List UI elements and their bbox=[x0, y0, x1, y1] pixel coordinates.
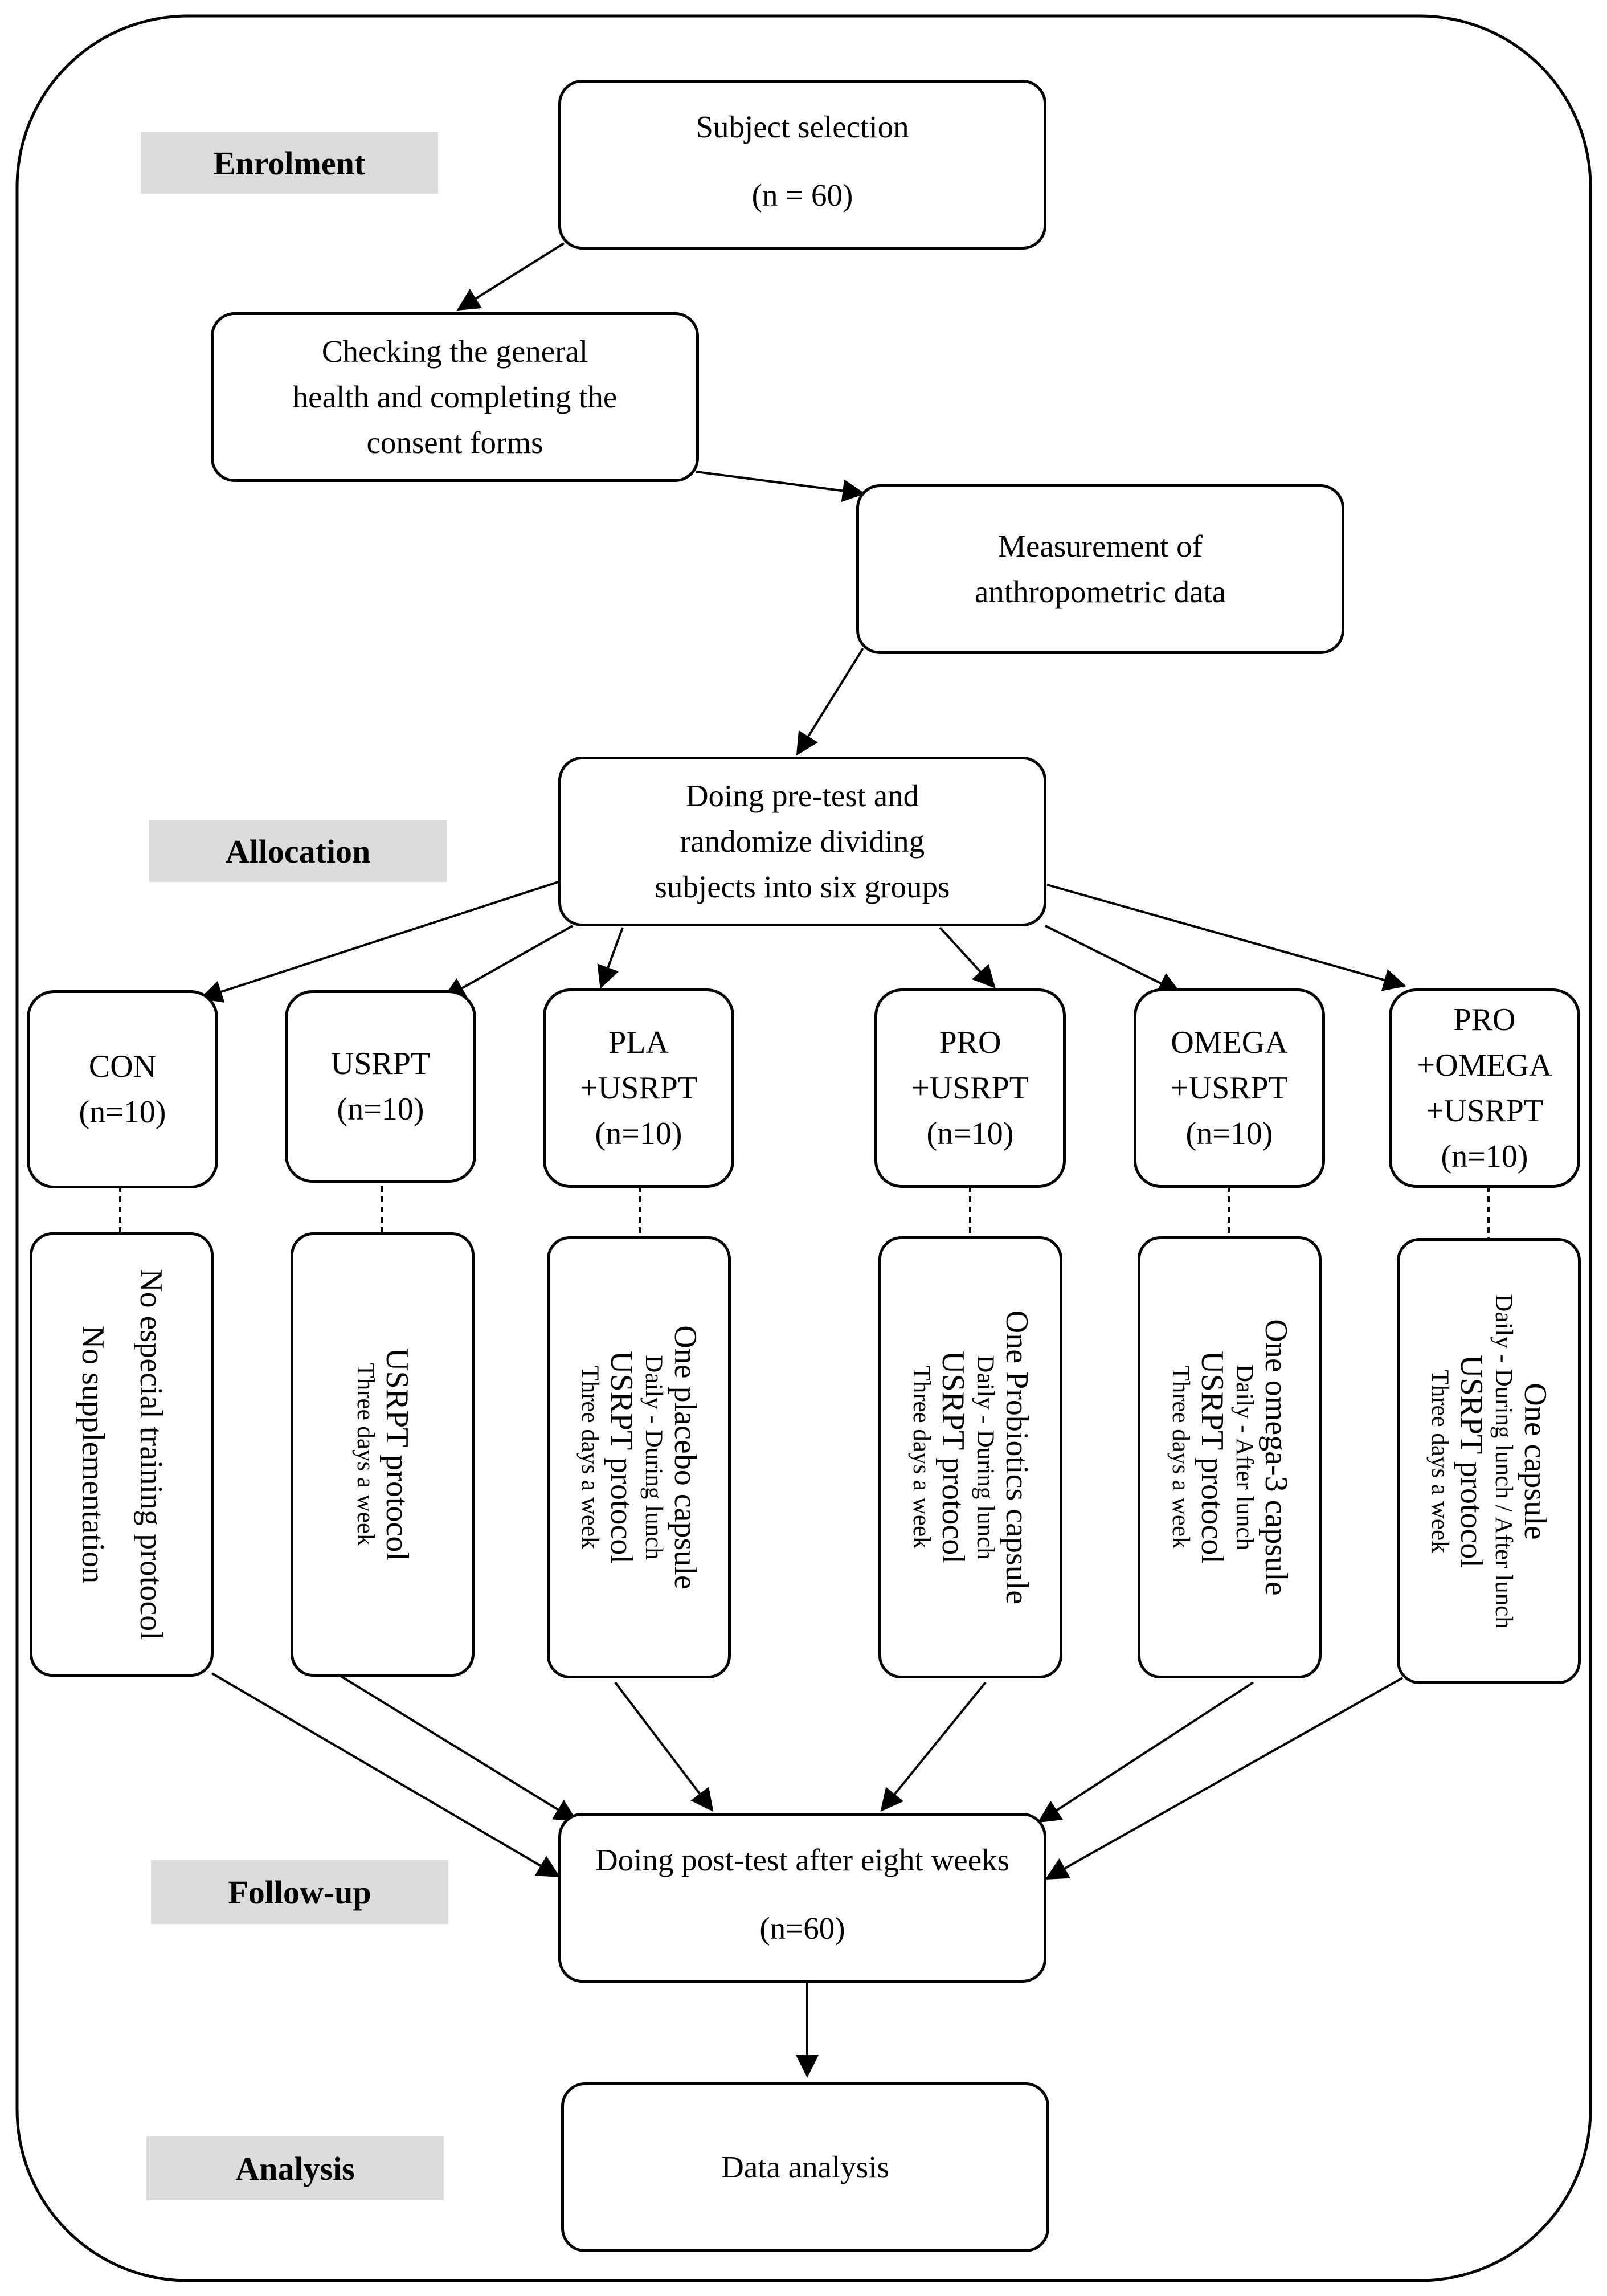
checking-health-box: Checking the general health and completi… bbox=[211, 312, 699, 482]
stage-analysis-label: Analysis bbox=[235, 2150, 355, 2187]
checking-line-1: Checking the general bbox=[321, 334, 588, 369]
protocol-pro-omega-line-4: Three days a week bbox=[1426, 1369, 1453, 1553]
checking-line-3: consent forms bbox=[366, 425, 543, 460]
protocol-con-box: No especial training protocol No supplem… bbox=[30, 1232, 214, 1677]
group-usrpt-name: USRPT bbox=[330, 1046, 431, 1081]
stage-enrolment: Enrolment bbox=[141, 132, 438, 194]
group-pro-box: PRO +USRPT (n=10) bbox=[874, 988, 1066, 1188]
subject-selection-count: (n = 60) bbox=[751, 178, 853, 213]
pretest-line-2: randomize dividing bbox=[680, 824, 925, 859]
protocol-omega-text: One omega-3 capsule Daily - After lunch … bbox=[1166, 1319, 1294, 1595]
protocol-pro-omega-line-3: USRPT protocol bbox=[1453, 1354, 1489, 1568]
protocol-pla-line-4: Three days a week bbox=[576, 1366, 603, 1549]
protocol-omega-line-3: USRPT protocol bbox=[1194, 1351, 1230, 1564]
group-con-name: CON bbox=[88, 1049, 157, 1084]
protocol-omega-line-2: Daily - After lunch bbox=[1230, 1364, 1258, 1550]
group-pla-box: PLA +USRPT (n=10) bbox=[543, 988, 734, 1188]
arrow-pro-omega-to-posttest bbox=[1045, 1677, 1403, 1880]
arrow-pretest-to-pro bbox=[939, 926, 996, 988]
arrow-pla-to-posttest bbox=[614, 1681, 714, 1812]
stage-enrolment-label: Enrolment bbox=[213, 144, 366, 182]
protocol-con-line-2: No supplementation bbox=[75, 1325, 111, 1584]
group-pla-name: PLA bbox=[608, 1025, 669, 1060]
stage-allocation-label: Allocation bbox=[225, 832, 371, 870]
group-pla-count: (n=10) bbox=[595, 1116, 682, 1151]
stage-follow-up-label: Follow-up bbox=[228, 1873, 371, 1911]
group-pro-name: PRO bbox=[939, 1025, 1001, 1060]
data-analysis-box: Data analysis bbox=[561, 2082, 1049, 2252]
protocol-con-line-1: No especial training protocol bbox=[133, 1269, 169, 1640]
measurement-line-1: Measurement of bbox=[998, 529, 1203, 563]
group-usrpt-count: (n=10) bbox=[337, 1092, 424, 1127]
protocol-omega-line-1: One omega-3 capsule bbox=[1258, 1319, 1294, 1596]
measurement-box: Measurement of anthropometric data bbox=[856, 484, 1344, 654]
arrow-selection-to-checking bbox=[456, 242, 565, 311]
group-pro-usrpt: +USRPT bbox=[911, 1071, 1029, 1106]
protocol-pro-omega-box: One capsule Daily - During lunch / After… bbox=[1397, 1238, 1581, 1684]
posttest-count: (n=60) bbox=[759, 1911, 845, 1946]
pretest-randomization-box: Doing pre-test and randomize dividing su… bbox=[558, 757, 1046, 926]
subject-selection-title: Subject selection bbox=[696, 109, 909, 144]
pretest-line-1: Doing pre-test and bbox=[685, 778, 919, 813]
group-con-box: CON (n=10) bbox=[27, 990, 218, 1188]
protocol-pla-box: One placebo capsule Daily - During lunch… bbox=[547, 1236, 731, 1678]
arrow-measurement-to-pretest bbox=[796, 647, 864, 756]
protocol-pro-line-4: Three days a week bbox=[907, 1366, 935, 1549]
group-con-count: (n=10) bbox=[79, 1094, 166, 1130]
protocol-usrpt-line-1: USRPT protocol bbox=[379, 1348, 415, 1561]
group-pro-count: (n=10) bbox=[926, 1116, 1014, 1151]
arrow-pretest-to-pla bbox=[597, 927, 624, 989]
group-pro-omega-omega: +OMEGA bbox=[1417, 1048, 1552, 1083]
group-omega-count: (n=10) bbox=[1185, 1116, 1273, 1151]
stage-allocation: Allocation bbox=[149, 820, 447, 882]
group-usrpt-box: USRPT (n=10) bbox=[285, 990, 476, 1183]
arrow-pretest-to-con bbox=[199, 881, 559, 1003]
posttest-title: Doing post-test after eight weeks bbox=[595, 1842, 1010, 1877]
group-pro-omega-count: (n=10) bbox=[1441, 1139, 1528, 1174]
protocol-con-text: No especial training protocol No supplem… bbox=[75, 1269, 169, 1640]
measurement-line-2: anthropometric data bbox=[974, 574, 1226, 609]
protocol-pro-omega-line-1: One capsule bbox=[1517, 1382, 1553, 1540]
protocol-pro-text: One Probiotics capsule Daily - During lu… bbox=[907, 1310, 1034, 1604]
protocol-pla-text: One placebo capsule Daily - During lunch… bbox=[575, 1325, 703, 1589]
protocol-usrpt-line-2: Three days a week bbox=[351, 1363, 379, 1546]
protocol-pro-box: One Probiotics capsule Daily - During lu… bbox=[878, 1236, 1062, 1678]
data-analysis-label: Data analysis bbox=[721, 2150, 889, 2184]
group-pro-omega-name: PRO bbox=[1453, 1002, 1516, 1037]
arrow-pretest-to-omega bbox=[1045, 925, 1181, 994]
posttest-box: Doing post-test after eight weeks (n=60) bbox=[558, 1813, 1046, 1983]
arrow-checking-to-measurement bbox=[696, 471, 865, 502]
checking-line-2: health and completing the bbox=[292, 379, 618, 414]
group-pla-usrpt: +USRPT bbox=[580, 1071, 697, 1106]
arrow-pretest-to-pro-omega bbox=[1046, 884, 1406, 991]
protocol-pla-line-1: One placebo capsule bbox=[667, 1325, 703, 1590]
protocol-usrpt-text: USRPT protocol Three days a week bbox=[351, 1348, 415, 1561]
stage-follow-up: Follow-up bbox=[151, 1860, 448, 1924]
arrow-usrpt-to-posttest bbox=[338, 1674, 578, 1822]
group-omega-usrpt: +USRPT bbox=[1171, 1071, 1288, 1106]
protocol-omega-box: One omega-3 capsule Daily - After lunch … bbox=[1138, 1236, 1322, 1678]
group-pro-omega-usrpt: +USRPT bbox=[1426, 1093, 1543, 1129]
arrow-pro-to-posttest bbox=[880, 1681, 987, 1812]
protocol-pro-omega-line-2: Daily - During lunch / After lunch bbox=[1490, 1293, 1517, 1629]
stage-analysis: Analysis bbox=[146, 2136, 444, 2200]
protocol-pro-line-1: One Probiotics capsule bbox=[999, 1310, 1034, 1605]
protocol-pro-line-3: USRPT protocol bbox=[935, 1351, 971, 1564]
arrow-con-to-posttest bbox=[211, 1672, 561, 1878]
group-omega-name: OMEGA bbox=[1171, 1025, 1288, 1060]
pretest-line-3: subjects into six groups bbox=[655, 869, 950, 904]
protocol-pro-omega-text: One capsule Daily - During lunch / After… bbox=[1425, 1294, 1553, 1629]
protocol-pla-line-3: USRPT protocol bbox=[603, 1351, 639, 1564]
group-pro-omega-box: PRO +OMEGA +USRPT (n=10) bbox=[1389, 988, 1580, 1188]
outer-frame bbox=[15, 14, 1592, 2282]
protocol-usrpt-box: USRPT protocol Three days a week bbox=[291, 1232, 475, 1677]
group-omega-box: OMEGA +USRPT (n=10) bbox=[1134, 988, 1325, 1188]
arrow-omega-to-posttest bbox=[1037, 1681, 1254, 1823]
protocol-pla-line-2: Daily - During lunch bbox=[640, 1355, 667, 1560]
arrow-pretest-to-usrpt bbox=[442, 925, 573, 999]
protocol-pro-line-2: Daily - During lunch bbox=[971, 1355, 999, 1560]
protocol-omega-line-4: Three days a week bbox=[1167, 1366, 1194, 1549]
subject-selection-box: Subject selection (n = 60) bbox=[558, 80, 1046, 250]
